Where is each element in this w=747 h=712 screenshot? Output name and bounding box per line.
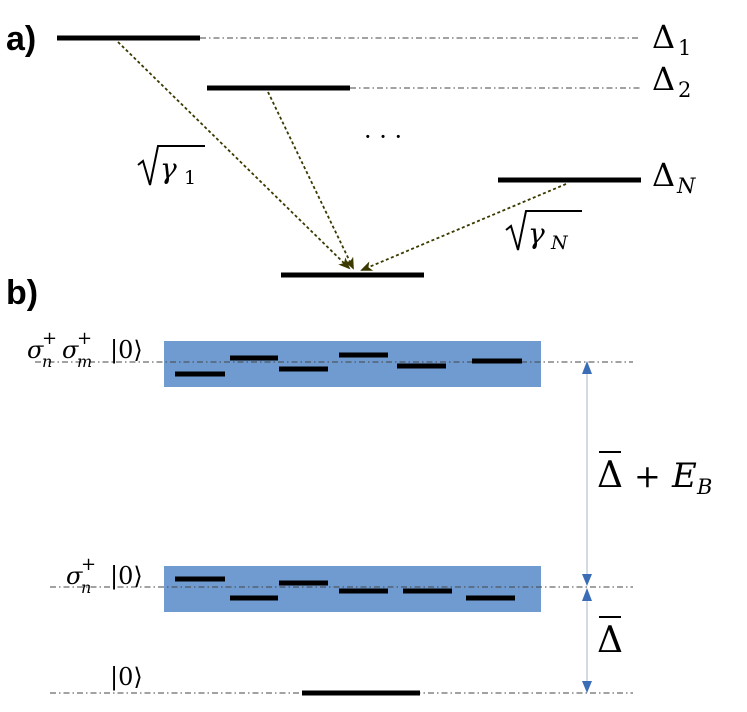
- svg-text:Δ: Δ: [597, 620, 623, 661]
- svg-text:n: n: [42, 352, 52, 371]
- label-delta-n: Δ N: [652, 156, 696, 198]
- label-delta-1: Δ 1: [652, 18, 691, 60]
- svg-text:+: +: [42, 328, 57, 349]
- svg-text:|0⟩: |0⟩: [110, 562, 143, 591]
- svg-text:+: +: [634, 457, 661, 495]
- svg-text:Δ: Δ: [652, 156, 675, 194]
- single-excitation-levels: [175, 576, 515, 601]
- svg-text:+: +: [81, 554, 96, 575]
- two-excitation-levels: [175, 352, 522, 377]
- svg-text:σ: σ: [66, 562, 83, 590]
- label-delta-2: Δ 2: [652, 60, 691, 102]
- decay-arrow-1: [117, 41, 351, 270]
- svg-text:Δ: Δ: [597, 455, 623, 496]
- two-excitation-band: [164, 341, 541, 387]
- panel-b: b) σ n + σ m + |0⟩: [6, 274, 712, 696]
- svg-text:γ: γ: [528, 217, 545, 250]
- rate-gamma-n: γ N: [505, 210, 582, 254]
- svg-text:Δ: Δ: [652, 60, 675, 98]
- svg-text:Δ: Δ: [652, 18, 675, 56]
- svg-text:N: N: [550, 232, 569, 254]
- svg-text:m: m: [77, 352, 92, 371]
- decay-arrow-n: [360, 183, 567, 271]
- state-ground: |0⟩: [110, 663, 143, 692]
- decay-arrow-2: [267, 91, 354, 270]
- gap-arrow-lower: [582, 588, 592, 693]
- svg-text:N: N: [676, 174, 696, 198]
- panel-b-label: b): [6, 274, 38, 312]
- svg-text:+: +: [77, 328, 92, 349]
- svg-text:|0⟩: |0⟩: [110, 336, 143, 365]
- gap-arrow-upper: [582, 361, 592, 586]
- svg-text:1: 1: [678, 36, 691, 60]
- gap-label-upper: Δ + E B: [597, 451, 712, 499]
- svg-text:B: B: [696, 475, 712, 499]
- panel-a-label: a): [6, 20, 36, 58]
- state-two-excitation: σ n + σ m + |0⟩: [27, 328, 143, 371]
- svg-text:E: E: [671, 456, 697, 496]
- svg-text:1: 1: [184, 167, 196, 189]
- svg-text:σ: σ: [27, 336, 44, 364]
- state-single-excitation: σ n + |0⟩: [66, 554, 143, 597]
- svg-text:2: 2: [678, 78, 691, 102]
- svg-text:σ: σ: [62, 336, 79, 364]
- ellipsis: · · ·: [364, 123, 402, 151]
- gap-label-lower: Δ: [597, 616, 623, 661]
- panel-a: a) Δ 1 Δ 2 · · · Δ N γ: [6, 18, 696, 278]
- svg-text:γ: γ: [160, 152, 177, 185]
- svg-text:n: n: [81, 578, 91, 597]
- rate-gamma-1: γ 1: [137, 145, 205, 189]
